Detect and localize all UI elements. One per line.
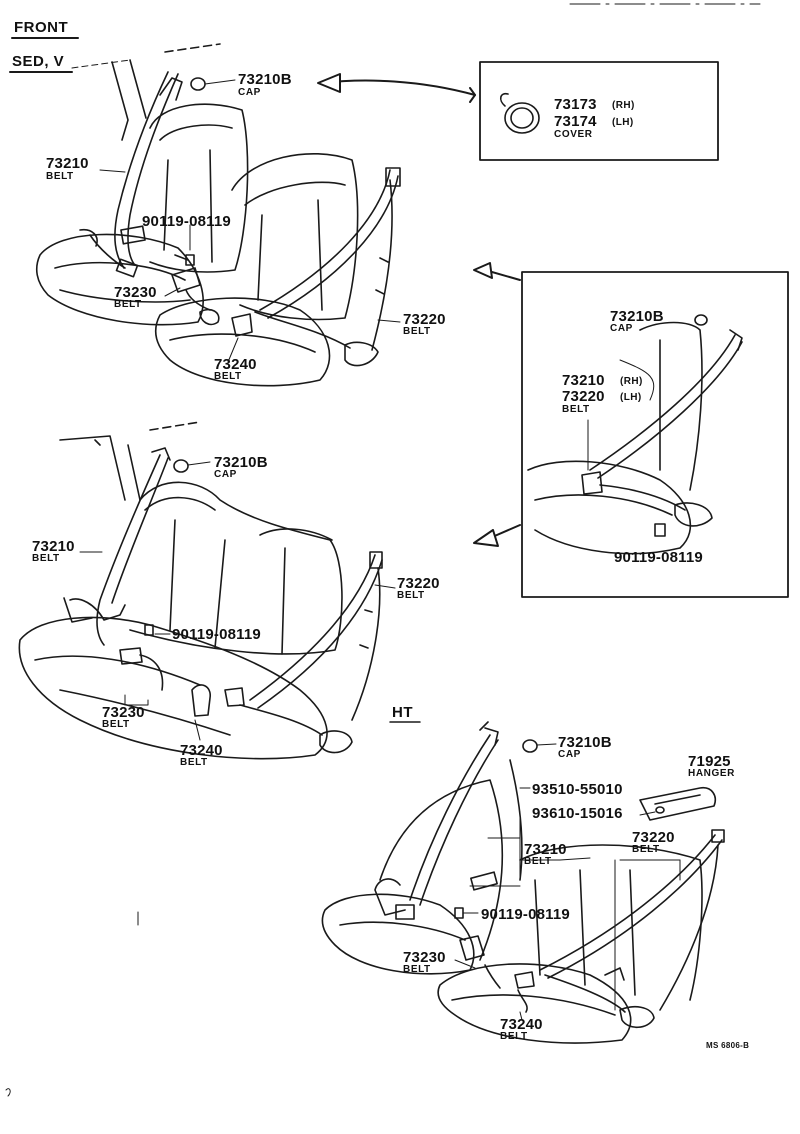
part-name-label: BELT [32, 553, 60, 564]
part-number-label: 73210B [238, 71, 292, 88]
side-label: (RH) [620, 376, 643, 387]
part-name-label: BELT [500, 1031, 528, 1042]
part-number-label: 93510-55010 [532, 781, 623, 798]
part-number-label: 90119-08119 [614, 549, 703, 566]
part-number-label: 73220 [397, 575, 440, 592]
part-number-label: 93610-15016 [532, 805, 623, 822]
section-front-title: FRONT [14, 19, 69, 36]
part-name-label: BELT [397, 590, 425, 601]
part-number-label: 90119-08119 [481, 906, 570, 923]
part-name-label: CAP [610, 323, 633, 334]
part-name-label: COVER [554, 129, 593, 140]
detail-seat-illustration [527, 314, 743, 555]
part-name-label: BELT [180, 757, 208, 768]
section-ht-title: HT [392, 704, 413, 721]
part-number-label: 73240 [180, 742, 223, 759]
part-number-label: 73210B [214, 454, 268, 471]
part-name-label: BELT [403, 326, 431, 337]
part-number-label: 73210B [558, 734, 612, 751]
part-number-label: 73210 [46, 155, 89, 172]
part-name-label: BELT [46, 171, 74, 182]
part-number-label: 73230 [114, 284, 157, 301]
part-name-label: BELT [632, 844, 660, 855]
part-number-label: 73220 [632, 829, 675, 846]
part-name-label: BELT [403, 964, 431, 975]
part-name-label: CAP [238, 87, 261, 98]
part-number-label: 71925 [688, 753, 731, 770]
drawing-reference: MS 6806-B [706, 1041, 750, 1050]
part-number-label: 73210B [610, 308, 664, 325]
seat-illustration-front-bucket [35, 43, 401, 387]
part-name-label: BELT [524, 856, 552, 867]
section-sed-v-title: SED, V [12, 53, 65, 70]
part-number-label: 73240 [214, 356, 257, 373]
part-name-label: HANGER [688, 768, 735, 779]
part-name-label: BELT [114, 299, 142, 310]
part-name-label: CAP [214, 469, 237, 480]
part-number-label: 73174 [554, 113, 597, 130]
part-name-label: BELT [102, 719, 130, 730]
part-number-label: 73230 [102, 704, 145, 721]
side-label: (RH) [612, 100, 635, 111]
side-label: (LH) [620, 392, 642, 403]
part-number-label: 73210 [562, 372, 605, 389]
part-number-label: 73210 [32, 538, 75, 555]
part-name-label: CAP [558, 749, 581, 760]
seat-illustration-bench [18, 421, 396, 760]
part-name-label: BELT [214, 371, 242, 382]
part-number-label: 73230 [403, 949, 446, 966]
seat-illustration-ht [321, 721, 725, 1044]
part-number-label: 73240 [500, 1016, 543, 1033]
part-number-label: 73210 [524, 841, 567, 858]
part-name-label: BELT [562, 404, 590, 415]
part-number-label: 90119-08119 [142, 213, 231, 230]
side-label: (LH) [612, 117, 634, 128]
part-number-label: 73220 [562, 388, 605, 405]
part-number-label: 90119-08119 [172, 626, 261, 643]
part-number-label: 73220 [403, 311, 446, 328]
part-number-label: 73173 [554, 96, 597, 113]
